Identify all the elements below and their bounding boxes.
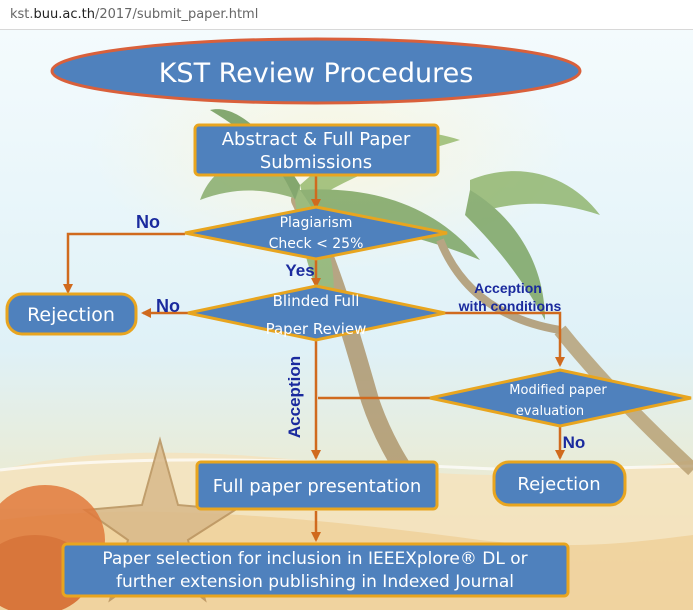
connectors xyxy=(63,175,565,542)
presentation-box: Full paper presentation xyxy=(195,460,439,511)
label-accept-conditions-2: with conditions xyxy=(458,298,562,314)
url-domain: buu.ac.th xyxy=(33,7,95,22)
url-path: /2017/submit_paper.html xyxy=(94,7,259,22)
modified-line-2: evaluation xyxy=(516,404,584,419)
rejection-right-box: Rejection xyxy=(492,460,627,507)
diagram-canvas: KST Review Procedures Abstract & Full Pa… xyxy=(0,30,693,610)
label-acception: Acception xyxy=(285,356,304,438)
selection-line-2: further extension publishing in Indexed … xyxy=(116,572,514,592)
selection-line-1: Paper selection for inclusion in IEEEXpl… xyxy=(102,549,527,569)
rejection-left-box: Rejection xyxy=(5,292,138,336)
url-prefix: kst. xyxy=(10,7,34,22)
rejection-left-label: Rejection xyxy=(27,304,115,326)
title-ellipse: KST Review Procedures xyxy=(50,37,582,105)
modified-line-1: Modified paper xyxy=(509,383,607,398)
label-no-plagiarism: No xyxy=(136,212,160,232)
submission-line-1: Abstract & Full Paper xyxy=(222,129,411,150)
blinded-review-decision: Blinded Full Paper Review xyxy=(187,284,446,342)
label-no-blinded: No xyxy=(156,296,180,316)
diagram-title: KST Review Procedures xyxy=(159,58,474,89)
label-yes: Yes xyxy=(285,261,314,280)
submission-box: Abstract & Full Paper Submissions xyxy=(193,123,440,177)
modified-evaluation-decision: Modified paper evaluation xyxy=(429,368,692,428)
blinded-line-2: Paper Review xyxy=(266,320,367,338)
label-accept-conditions-1: Acception xyxy=(474,280,542,296)
label-no-modified: No xyxy=(563,433,586,452)
plagiarism-line-1: Plagiarism xyxy=(280,215,353,231)
plagiarism-decision: Plagiarism Check < 25% xyxy=(184,205,448,261)
selection-box: Paper selection for inclusion in IEEEXpl… xyxy=(61,542,570,598)
submission-line-2: Submissions xyxy=(260,152,372,173)
plagiarism-line-2: Check < 25% xyxy=(269,236,364,252)
address-bar[interactable]: kst.buu.ac.th/2017/submit_paper.html xyxy=(0,0,693,30)
rejection-right-label: Rejection xyxy=(517,474,600,495)
blinded-line-1: Blinded Full xyxy=(273,292,360,310)
presentation-label: Full paper presentation xyxy=(213,476,422,497)
